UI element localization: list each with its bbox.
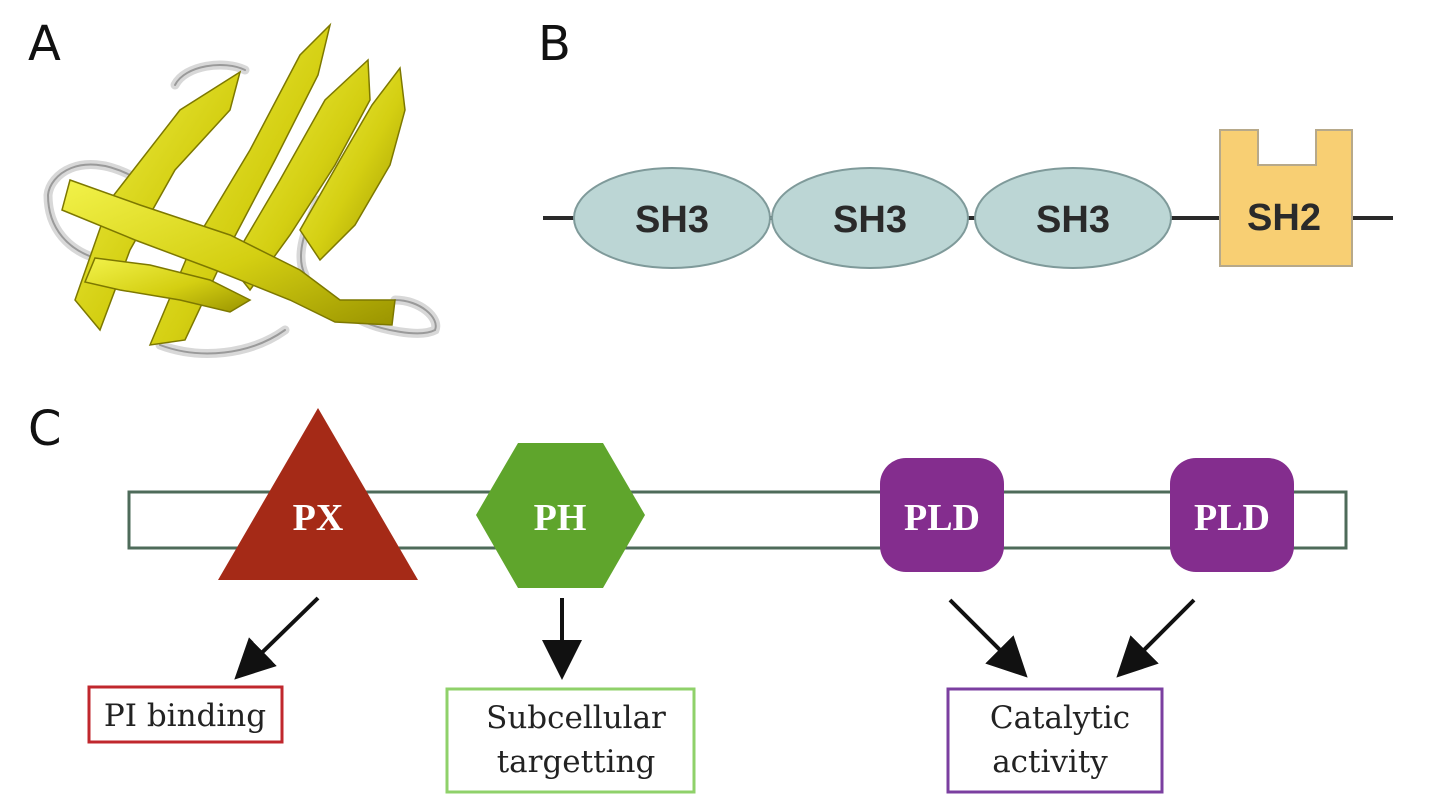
subcellular-label: Subcellular (486, 700, 666, 736)
catalytic-activity-box (946, 687, 1164, 794)
px-arrow (234, 596, 320, 680)
panel-b-diagram: SH3 SH3 SH3 SH2 (543, 129, 1393, 269)
pld-1-arrow (948, 598, 1028, 678)
ph-domain-label: PH (534, 497, 587, 539)
px-domain-label: PX (293, 497, 344, 539)
activity-label: activity (992, 744, 1108, 780)
sh3-domain-3-label: SH3 (1036, 199, 1110, 241)
pld-domain-1-label: PLD (904, 497, 980, 539)
ph-domain (476, 443, 645, 588)
subcellular-targetting-box (445, 687, 696, 794)
sh2-domain-label: SH2 (1247, 197, 1321, 239)
panel-c-label: C (28, 401, 62, 457)
targetting-label: targetting (497, 744, 656, 780)
panel-b-label: B (538, 16, 571, 72)
pi-binding-label: PI binding (104, 698, 266, 734)
sh2-domain (1219, 129, 1353, 267)
panel-a-label: A (28, 16, 61, 72)
pld-domain-2-label: PLD (1194, 497, 1270, 539)
sh3-domain-3 (974, 167, 1172, 269)
px-domain (218, 408, 418, 580)
sh3-domain-1-label: SH3 (635, 199, 709, 241)
sh3-domain-2 (771, 167, 969, 269)
pld-domain-2 (1170, 458, 1294, 572)
catalytic-label: Catalytic (990, 700, 1130, 736)
sh3-domain-1 (573, 167, 771, 269)
panel-c-diagram: PX PH PLD PLD PI binding Subcellular tar… (87, 408, 1348, 794)
sh3-domain-2-label: SH3 (833, 199, 907, 241)
pld-domain-1 (880, 458, 1004, 572)
sh3-ribbon-structure (43, 22, 441, 358)
pi-binding-box (87, 685, 284, 744)
pld-2-arrow (1116, 598, 1196, 678)
